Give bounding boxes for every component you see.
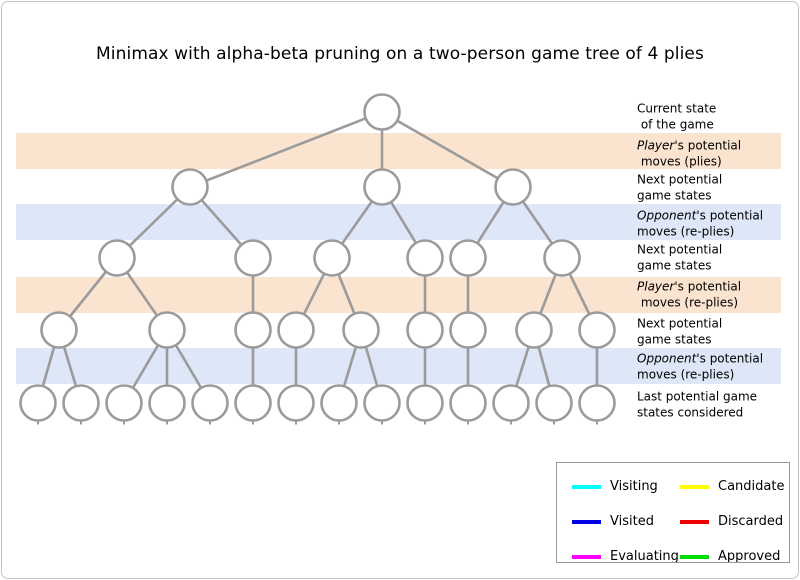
legend-item-label: Visiting bbox=[610, 479, 658, 494]
legend-color-line bbox=[680, 554, 709, 559]
tree-node bbox=[449, 239, 487, 277]
tree-node bbox=[492, 384, 530, 422]
tree-node bbox=[578, 384, 616, 422]
tree-node bbox=[449, 311, 487, 349]
tree-node bbox=[234, 384, 272, 422]
tree-node bbox=[98, 239, 136, 277]
legend-item: Candidate bbox=[680, 479, 789, 494]
row-label-line: Player's potential bbox=[637, 138, 742, 153]
tree-node bbox=[342, 311, 380, 349]
row-label-line: Current state bbox=[637, 101, 717, 116]
row-label-line: game states bbox=[637, 332, 712, 346]
legend-item-label: Discarded bbox=[718, 514, 784, 529]
legend-item: Visited bbox=[572, 514, 680, 529]
tree-node bbox=[62, 384, 100, 422]
row-band-peach bbox=[16, 133, 781, 169]
tree-node bbox=[515, 311, 553, 349]
legend-color-line bbox=[680, 519, 709, 524]
row-label-line: Next potential bbox=[637, 172, 723, 187]
legend-item: Visiting bbox=[572, 479, 680, 494]
tree-node bbox=[277, 384, 315, 422]
tree-edge bbox=[189, 110, 383, 189]
legend-item-label: Evaluating bbox=[610, 549, 679, 563]
tree-edge bbox=[381, 110, 514, 189]
row-label-line: game states bbox=[637, 188, 712, 202]
tree-node bbox=[234, 239, 272, 277]
row-label: Player's potential moves (re-plies) bbox=[637, 280, 795, 311]
row-label: Player's potential moves (plies) bbox=[637, 139, 795, 170]
tree-node bbox=[191, 384, 229, 422]
tree-node bbox=[406, 384, 444, 422]
tree-node bbox=[363, 384, 401, 422]
row-label-line: Opponent's potential bbox=[637, 208, 764, 223]
legend-color-line bbox=[572, 554, 601, 559]
row-label: Current state of the game bbox=[637, 102, 795, 133]
tree-node bbox=[40, 311, 78, 349]
row-label-line: Player's potential bbox=[637, 279, 742, 294]
tree-node bbox=[148, 311, 186, 349]
row-label-line: Last potential game bbox=[637, 389, 758, 404]
tree-node bbox=[277, 311, 315, 349]
legend-item-label: Candidate bbox=[718, 479, 785, 494]
row-label-line: moves (re-plies) bbox=[637, 224, 735, 238]
row-label-line: states considered bbox=[637, 405, 744, 419]
tree-node bbox=[449, 384, 487, 422]
row-label-line: of the game bbox=[637, 117, 714, 131]
row-label-line: Next potential bbox=[637, 242, 723, 257]
tree-node bbox=[535, 384, 573, 422]
tree-node bbox=[363, 93, 401, 131]
row-label-line: moves (re-plies) bbox=[637, 367, 735, 381]
legend-item: Approved bbox=[680, 549, 789, 563]
tree-node bbox=[363, 168, 401, 206]
legend-item-label: Approved bbox=[718, 549, 781, 563]
row-label-line: Next potential bbox=[637, 316, 723, 331]
tree-node bbox=[406, 311, 444, 349]
tree-node bbox=[543, 239, 581, 277]
legend-color-line bbox=[572, 519, 601, 524]
tree-node bbox=[19, 384, 57, 422]
legend-item: Discarded bbox=[680, 514, 789, 529]
tree-node bbox=[171, 168, 209, 206]
tree-node bbox=[578, 311, 616, 349]
legend-color-line bbox=[572, 484, 601, 489]
diagram-title: Minimax with alpha-beta pruning on a two… bbox=[96, 44, 704, 64]
tree-node bbox=[105, 384, 143, 422]
row-label-line: Opponent's potential bbox=[637, 351, 764, 366]
tree-node bbox=[406, 239, 444, 277]
tree-node bbox=[234, 311, 272, 349]
legend-item: Evaluating bbox=[572, 549, 680, 563]
row-label-line: moves (plies) bbox=[637, 154, 722, 168]
tree-node bbox=[494, 168, 532, 206]
row-band-blue bbox=[16, 348, 781, 384]
tree-node bbox=[320, 384, 358, 422]
tree-node bbox=[313, 239, 351, 277]
legend-item-label: Visited bbox=[610, 514, 654, 529]
row-label-line: moves (re-plies) bbox=[637, 295, 739, 309]
row-label-line: game states bbox=[637, 258, 712, 272]
legend-color-line bbox=[680, 484, 709, 489]
tree-node bbox=[148, 384, 186, 422]
